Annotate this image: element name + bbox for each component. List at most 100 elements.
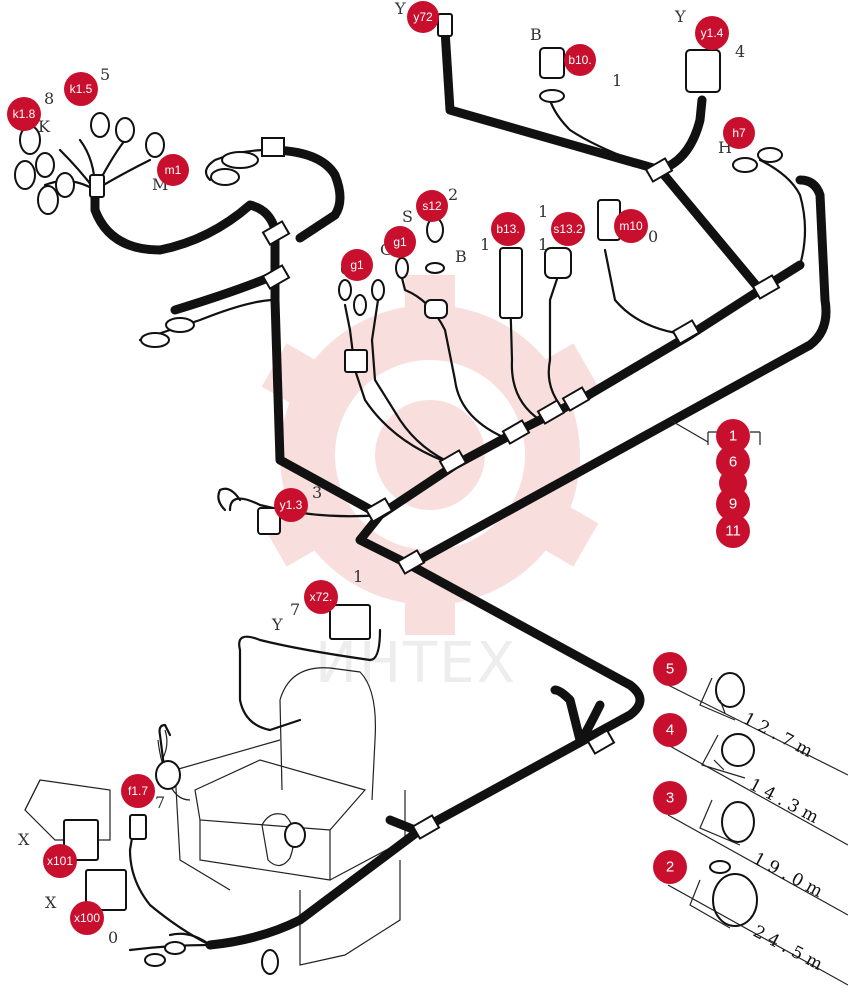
stray-letter: B <box>455 247 467 266</box>
motor-m1 <box>221 151 259 169</box>
dimension-labels: 1 2 . 7 m 1 4 . 3 m 1 9 . 0 m 2 4 . 5 m <box>667 684 848 986</box>
callout-x101[interactable]: x101 <box>43 844 77 878</box>
sensor-b10 <box>539 47 565 79</box>
stray-letter: 1 <box>480 235 490 254</box>
stray-letter: 0 <box>108 928 118 947</box>
svg-text:2: 2 <box>666 859 674 876</box>
stray-letter: 2 <box>448 185 458 204</box>
dimension-14-3: 1 4 . 3 m <box>746 775 822 828</box>
svg-text:h7: h7 <box>732 126 746 140</box>
svg-text:s12: s12 <box>422 199 442 213</box>
stray-letter: Y <box>271 615 283 634</box>
svg-text:x100: x100 <box>74 911 100 925</box>
callout-11[interactable]: 11 <box>716 514 750 548</box>
stray-letter: 0 <box>648 227 658 246</box>
clamp-2 <box>689 860 758 929</box>
clamp-set <box>689 672 758 929</box>
svg-text:11: 11 <box>725 523 741 540</box>
callout-s13-2[interactable]: s13.2 <box>551 212 585 246</box>
callout-b13[interactable]: b13. <box>491 212 525 246</box>
svg-text:y1.3: y1.3 <box>280 498 303 512</box>
sensor-b13 <box>499 247 523 319</box>
callout-clamp-2[interactable]: 2 <box>653 850 687 884</box>
stray-letter: 7 <box>155 793 165 812</box>
svg-text:b10.: b10. <box>568 53 591 67</box>
watermark: ИНТЕХ <box>261 275 599 696</box>
clamp-4 <box>701 733 755 779</box>
callout-g1b[interactable]: g1 <box>341 249 373 281</box>
callout-b10[interactable]: b10. <box>564 44 596 76</box>
svg-text:s13.2: s13.2 <box>553 222 583 236</box>
stray-letter: X <box>45 893 57 912</box>
connector-y1-4 <box>685 49 721 93</box>
callout-s12[interactable]: s12 <box>416 190 448 222</box>
svg-text:x72.: x72. <box>310 590 333 604</box>
svg-text:m1: m1 <box>165 163 182 177</box>
svg-text:1: 1 <box>729 428 737 445</box>
svg-text:9: 9 <box>729 496 737 513</box>
group-bracket <box>669 419 761 445</box>
svg-text:k1.5: k1.5 <box>70 82 93 96</box>
stray-letter: K <box>38 117 51 136</box>
callout-clamp-4[interactable]: 4 <box>653 713 687 747</box>
callout-m10[interactable]: m10 <box>614 209 648 243</box>
connector-x100 <box>85 869 127 911</box>
stray-letter: 4 <box>735 42 745 61</box>
stray-letter: Y <box>394 0 406 18</box>
svg-text:5: 5 <box>666 661 674 678</box>
clamp-3 <box>699 799 755 846</box>
stray-letter: 8 <box>44 89 54 108</box>
operator-seat <box>157 667 406 966</box>
stray-letter: 1 <box>353 567 363 586</box>
stray-letter: 3 <box>312 483 322 502</box>
callout-x72[interactable]: x72. <box>304 580 338 614</box>
callout-9[interactable]: 9 <box>716 487 750 521</box>
callout-y72[interactable]: y72 <box>407 1 439 33</box>
callout-k1-5[interactable]: k1.5 <box>64 72 98 106</box>
svg-text:y72: y72 <box>413 10 433 24</box>
callout-1[interactable]: 1 <box>716 419 750 453</box>
connector-y1-3 <box>257 507 281 535</box>
callout-h7[interactable]: h7 <box>723 117 755 149</box>
connector-s13-2 <box>544 247 572 279</box>
callout-y1-4[interactable]: y1.4 <box>695 16 729 50</box>
dimension-24-5: 2 4 . 5 m <box>750 922 826 975</box>
dimension-19-0: 1 9 . 0 m <box>750 849 826 902</box>
callouts: y72 y1.4 b10. k1.5 k1.8 m1 h7 s12 g1 g1 … <box>7 1 755 935</box>
callout-6[interactable]: 6 <box>716 445 750 479</box>
harness-clips <box>261 137 781 840</box>
callout-g1a[interactable]: g1 <box>384 226 416 258</box>
svg-text:g1: g1 <box>350 258 364 272</box>
svg-text:b13.: b13. <box>496 222 519 236</box>
connector-y72 <box>437 13 453 37</box>
stray-letter: X <box>18 830 30 849</box>
stray-letter: B <box>530 25 542 44</box>
svg-text:g1: g1 <box>393 235 407 249</box>
callout-f1-7[interactable]: f1.7 <box>121 774 155 808</box>
svg-text:3: 3 <box>666 790 674 807</box>
stray-letter: 5 <box>100 65 110 84</box>
callout-k1-8[interactable]: k1.8 <box>7 97 41 131</box>
callout-x100[interactable]: x100 <box>70 901 104 935</box>
connector-x72 <box>329 604 371 640</box>
stray-letter: 1 <box>538 235 548 254</box>
svg-text:m10: m10 <box>619 219 643 233</box>
callout-m1[interactable]: m1 <box>157 154 189 186</box>
watermark-gear-icon <box>261 275 599 635</box>
stray-letter: 7 <box>290 600 300 619</box>
callout-clamp-5[interactable]: 5 <box>653 652 687 686</box>
lamp-h7 <box>757 147 783 163</box>
svg-text:f1.7: f1.7 <box>128 784 148 798</box>
callout-clamp-3[interactable]: 3 <box>653 781 687 815</box>
svg-text:y1.4: y1.4 <box>701 26 724 40</box>
svg-text:6: 6 <box>729 454 737 471</box>
callout-y1-3[interactable]: y1.3 <box>274 488 308 522</box>
connectors <box>14 13 783 975</box>
stray-letter: 1 <box>538 202 548 221</box>
stray-letter: S <box>402 207 413 226</box>
svg-text:k1.8: k1.8 <box>13 107 36 121</box>
stray-letter: 1 <box>612 71 622 90</box>
watermark-text: ИНТЕХ <box>315 631 517 696</box>
stray-letter: Y <box>674 7 686 26</box>
